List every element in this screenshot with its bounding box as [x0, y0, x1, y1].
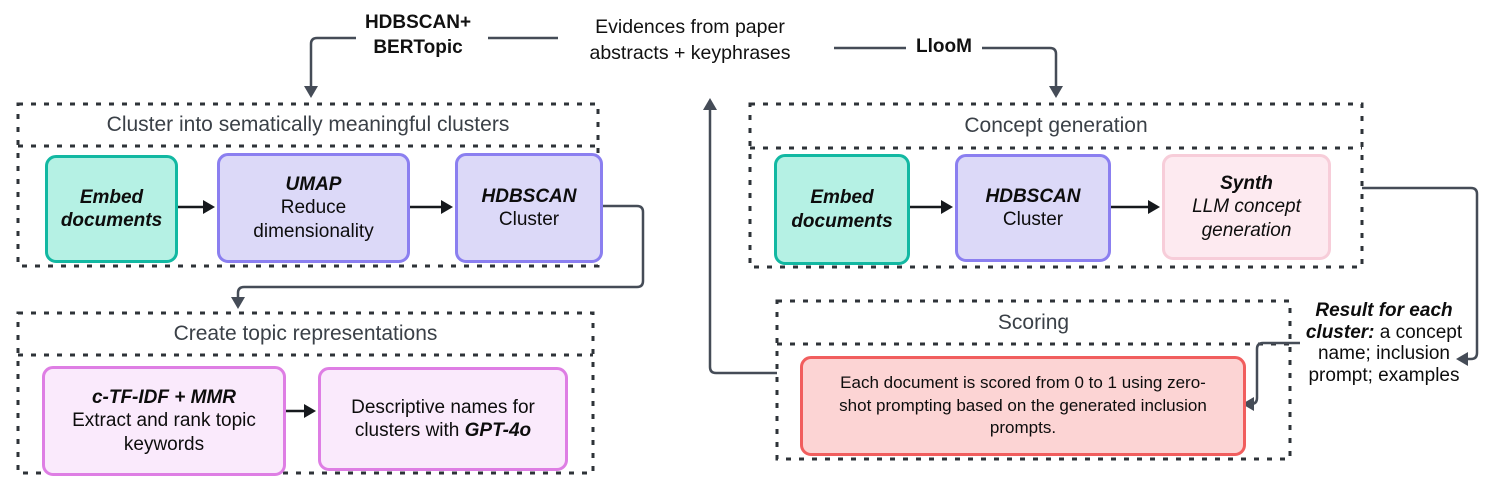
concept-section-frame — [748, 102, 1364, 269]
embed-left-line2: documents — [60, 210, 163, 231]
cluster-section-title: Cluster into sematically meaningful clus… — [106, 113, 510, 136]
result-note-rest: a concept name; inclusion prompt; exampl… — [1308, 321, 1463, 386]
synth-body: LLM concept generation — [1192, 196, 1301, 241]
embed-left-line1: Embed — [79, 186, 144, 208]
topics-section-frame — [16, 311, 595, 475]
ctfidf-title: c-TF-IDF + MMR — [91, 387, 237, 409]
result-note-bold: Result for each cluster: — [1305, 300, 1453, 343]
embed-documents-node-left: Embed documents — [45, 155, 178, 263]
concept-section-title: Concept generation — [964, 114, 1148, 137]
topics-section-title: Create topic representations — [173, 322, 438, 345]
naming-text: Descriptive names for clusters with GPT-… — [337, 396, 549, 442]
arrow-concept-to-result — [1362, 186, 1479, 366]
scoring-description-text: Each document is scored from 0 to 1 usin… — [839, 373, 1207, 438]
arrow-lloom-to-concept — [834, 46, 1063, 98]
hdbscan-left-body: Cluster — [498, 209, 560, 230]
scoring-section-frame — [775, 299, 1292, 461]
naming-node: Descriptive names for clusters with GPT-… — [318, 367, 568, 471]
bertopic-label-line2: BERTopic — [373, 37, 463, 58]
arrow-scoring-to-evidence — [703, 98, 777, 375]
evidence-label-line1: Evidences from paper — [595, 16, 785, 38]
hdbscan-right-title: HDBSCAN — [985, 185, 1081, 207]
scoring-description-node: Each document is scored from 0 to 1 usin… — [800, 356, 1246, 456]
synth-node: Synth LLM concept generation — [1162, 154, 1331, 260]
bertopic-label-line1: HDBSCAN+ — [364, 12, 472, 33]
naming-prefix: Descriptive names for clusters with — [351, 396, 535, 441]
lloom-method-label: LlooM — [906, 36, 982, 58]
arrow-hdbscan-to-topics — [231, 204, 645, 309]
ctfidf-body: Extract and rank topic keywords — [72, 410, 256, 455]
umap-body: Reduce dimensionality — [253, 197, 374, 242]
scoring-section-title: Scoring — [997, 310, 1070, 334]
hdbscan-left-title: HDBSCAN — [481, 185, 577, 207]
naming-model: GPT-4o — [464, 420, 532, 441]
evidence-label-line2: abstracts + keyphrases — [589, 42, 791, 64]
synth-title: Synth — [1220, 173, 1273, 195]
evidence-source-label: Evidences from paper abstracts + keyphra… — [555, 14, 825, 66]
hdbscan-node-right: HDBSCAN Cluster — [955, 154, 1111, 262]
cluster-section-frame — [16, 102, 600, 268]
arrow-result-to-scorebox — [1242, 341, 1300, 411]
ctfidf-node: c-TF-IDF + MMR Extract and rank topic ke… — [42, 366, 286, 476]
embed-right-line2: documents — [791, 210, 893, 232]
umap-node: UMAP Reduce dimensionality — [217, 153, 410, 263]
hdbscan-node-left: HDBSCAN Cluster — [455, 153, 603, 263]
umap-title: UMAP — [285, 174, 342, 196]
embed-right-line1: Embed — [810, 187, 874, 209]
embed-documents-node-right: Embed documents — [774, 154, 910, 265]
arrow-bertopic-to-cluster — [304, 36, 356, 98]
hdbscan-right-body: Cluster — [1002, 209, 1064, 230]
result-note: Result for each cluster: a concept name;… — [1302, 300, 1466, 386]
bertopic-method-label: HDBSCAN+ BERTopic — [348, 10, 488, 60]
